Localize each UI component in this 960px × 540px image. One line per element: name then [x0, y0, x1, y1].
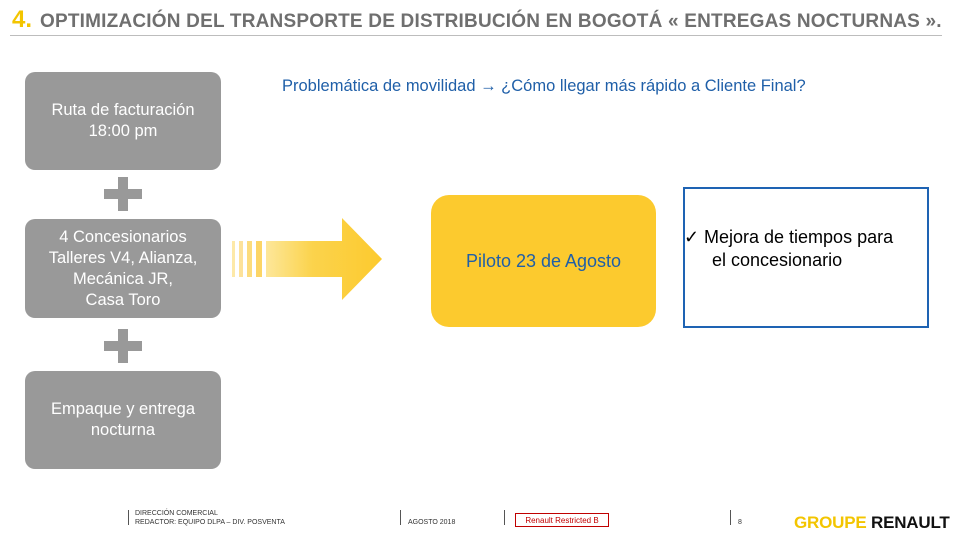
logo-word-groupe: GROUPE [794, 513, 867, 532]
footer-divider [400, 510, 401, 525]
benefit-item: ✓Mejora de tiempos para [684, 226, 893, 249]
logo-word-renault: RENAULT [871, 513, 950, 532]
footer-date: AGOSTO 2018 [408, 519, 456, 526]
page-number: 8 [738, 519, 742, 526]
plus-icon [104, 329, 142, 363]
footer-dept-text: DIRECCIÓN COMERCIAL [135, 510, 218, 517]
right-arrow-icon [232, 218, 382, 300]
pilot-box: Piloto 23 de Agosto [431, 195, 656, 327]
problem-statement: Problemática de movilidad → ¿Cómo llegar… [282, 77, 806, 95]
plus-icon [104, 177, 142, 211]
flow-box-billing-route: Ruta de facturación 18:00 pm [25, 72, 221, 170]
slide-title-text: OPTIMIZACIÓN DEL TRANSPORTE DE DISTRIBUC… [40, 11, 942, 32]
flow-box-packing-delivery-text: Empaque y entrega nocturna [50, 400, 195, 439]
footer-divider [730, 510, 731, 525]
groupe-renault-logo: GROUPE RENAULT [794, 513, 950, 533]
footer-divider [128, 510, 129, 525]
classification-badge: Renault Restricted B [515, 513, 609, 527]
footer-divider [504, 510, 505, 525]
flow-box-dealers: 4 Concesionarios Talleres V4, Alianza, M… [25, 219, 221, 318]
flow-box-dealers-text: 4 Concesionarios Talleres V4, Alianza, M… [48, 227, 198, 309]
benefit-line-2: el concesionario [712, 250, 843, 270]
pilot-box-text: Piloto 23 de Agosto [465, 250, 622, 271]
slide-title: 4. OPTIMIZACIÓN DEL TRANSPORTE DE DISTRI… [12, 6, 942, 36]
benefit-box [683, 187, 929, 328]
flow-box-packing-delivery: Empaque y entrega nocturna [25, 371, 221, 469]
footer-department: DIRECCIÓN COMERCIAL REDACTOR: EQUIPO DLP… [135, 510, 285, 527]
benefit-line-1: Mejora de tiempos para [704, 227, 894, 247]
flow-box-billing-route-text: Ruta de facturación 18:00 pm [51, 101, 195, 140]
footer-author-text: REDACTOR: EQUIPO DLPA – DIV. POSVENTA [135, 518, 285, 526]
slide-number: 4. [12, 6, 33, 33]
title-divider [10, 35, 942, 36]
checkmark-icon: ✓ [684, 227, 700, 247]
